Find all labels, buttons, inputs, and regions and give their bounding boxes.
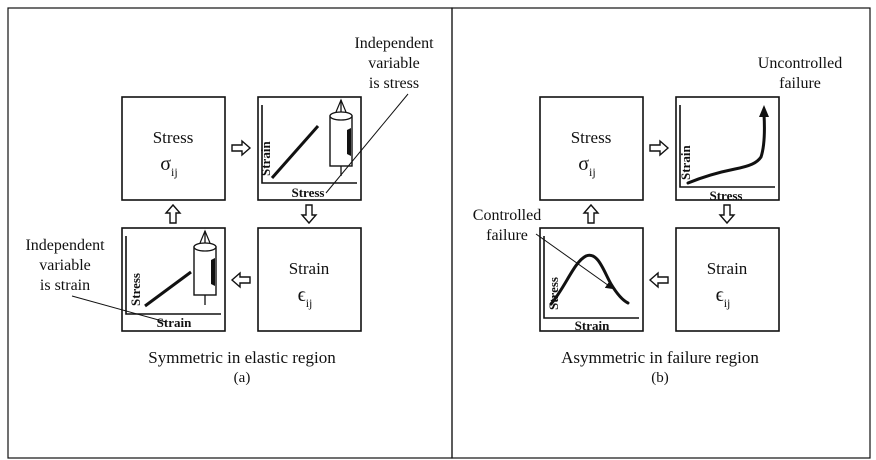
panel-a-bottom-ylabel: Stress — [128, 273, 143, 306]
panel-b-top-axes — [679, 105, 775, 188]
panel-a-annotation-top-leader — [325, 93, 409, 194]
arrow-down-icon — [300, 204, 318, 225]
panel-b-stress-box — [539, 96, 644, 201]
panel-b-top-xlabel: Stress — [710, 188, 743, 203]
arrow-up-icon — [582, 203, 600, 224]
panel-a-top-line — [270, 125, 320, 179]
arrow-right-icon — [649, 139, 670, 157]
panel-a-bottom-line — [144, 270, 192, 308]
panel-b-bottom-axes — [543, 236, 639, 319]
panel-a-strain-box — [257, 227, 362, 332]
panel-b-annotation-bottom-1: Controlled — [473, 207, 541, 224]
panel-b-caption: Asymmetric in failure region — [561, 348, 759, 367]
panel-a-strain-symbol: ϵij — [298, 284, 313, 310]
panel-a-annotation-top-2: variable — [368, 55, 420, 72]
panel-a-annotation-top-1: Independent — [354, 35, 434, 52]
panel-b-bottom-plot — [539, 227, 644, 332]
panel-b-stress-title: Stress — [571, 128, 612, 147]
panel-b-strain-title: Strain — [707, 259, 748, 278]
panel-a-annotation-bottom-1: Independent — [25, 237, 105, 254]
panel-b-top-curve — [686, 112, 766, 185]
panel-a-annotation-bottom-leader — [71, 295, 167, 323]
panel-b-strain-symbol: ϵij — [716, 284, 731, 310]
panel-b-annotation-bottom-leader — [535, 233, 614, 290]
panel-a-strain-title: Strain — [289, 259, 330, 278]
panel-a-stress-symbol: σij — [160, 153, 177, 179]
panel-a-label: (a) — [234, 370, 251, 386]
arrow-down-icon — [718, 204, 736, 225]
panel-a-top-axes — [261, 105, 357, 184]
panel-b-stress-symbol: σij — [578, 153, 595, 179]
panel-a: Stress σij Strain Stress Independent var… — [25, 35, 434, 386]
specimen-icon — [193, 229, 217, 305]
arrow-right-icon — [231, 139, 252, 157]
panel-a-stress-title: Stress — [153, 128, 194, 147]
panel-b-annotation-bottom-2: failure — [486, 227, 528, 244]
panel-a-annotation-top-3: is stress — [369, 75, 419, 92]
panel-a-bottom-axes — [125, 236, 221, 315]
panel-b-label: (b) — [651, 370, 669, 386]
panel-b-strain-box — [675, 227, 780, 332]
panel-b-frame — [451, 7, 871, 459]
arrow-left-icon — [230, 271, 251, 289]
specimen-icon — [329, 98, 353, 176]
panel-b-top-ylabel: Strain — [678, 145, 693, 180]
panel-a-top-xlabel: Stress — [292, 185, 325, 200]
arrow-up-icon — [164, 203, 182, 224]
arrow-left-icon — [648, 271, 669, 289]
panel-b: Stress σij Strain Stress Uncontrolled fa… — [473, 55, 842, 386]
panel-b-bottom-ylabel: Stress — [546, 277, 561, 310]
panel-a-stress-box — [121, 96, 226, 201]
arrow-up-icon — [759, 105, 769, 117]
panel-a-bottom-xlabel: Strain — [157, 315, 192, 330]
panel-b-bottom-xlabel: Strain — [575, 318, 610, 333]
panel-a-annotation-bottom-3: is strain — [40, 277, 90, 294]
panel-b-annotation-top-2: failure — [779, 75, 821, 92]
panel-a-annotation-bottom-2: variable — [39, 257, 91, 274]
panel-b-bottom-curve — [549, 253, 630, 306]
panel-a-caption: Symmetric in elastic region — [148, 348, 336, 367]
panel-b-annotation-top-1: Uncontrolled — [758, 55, 842, 72]
panel-a-top-ylabel: Strain — [258, 141, 273, 176]
